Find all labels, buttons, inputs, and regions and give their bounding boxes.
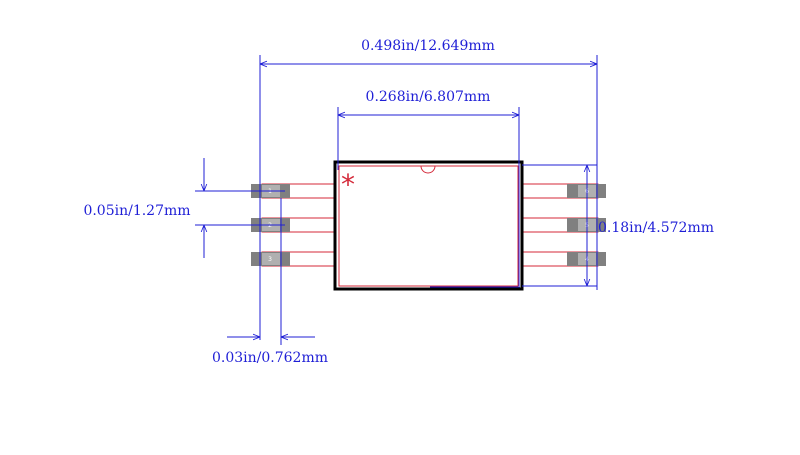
pad-width-dimension: [227, 198, 315, 345]
package-body-outline: [333, 160, 524, 291]
package-inner-outline: [338, 165, 519, 287]
pin1-notch: [420, 165, 436, 174]
pad-width-label: 0.03in/0.762mm: [212, 350, 328, 366]
body-length-dimension: [522, 164, 597, 287]
pitch-dimension: [195, 158, 285, 258]
pitch-label: 0.05in/1.27mm: [83, 203, 190, 219]
body-width-label: 0.268in/6.807mm: [366, 89, 491, 105]
silkscreen-leads: [261, 183, 599, 267]
body-width-dimension: [337, 107, 520, 170]
pad-3: 3: [251, 252, 290, 266]
pads: 1 2 3 4 5 6: [251, 184, 606, 266]
overall-width-label: 0.498in/12.649mm: [361, 38, 495, 54]
pad-3-label: 3: [268, 256, 272, 263]
body-length-label: 0.18in/4.572mm: [598, 220, 714, 236]
pin1-marker: *: [341, 168, 355, 201]
overall-width-dimension: [259, 55, 598, 340]
